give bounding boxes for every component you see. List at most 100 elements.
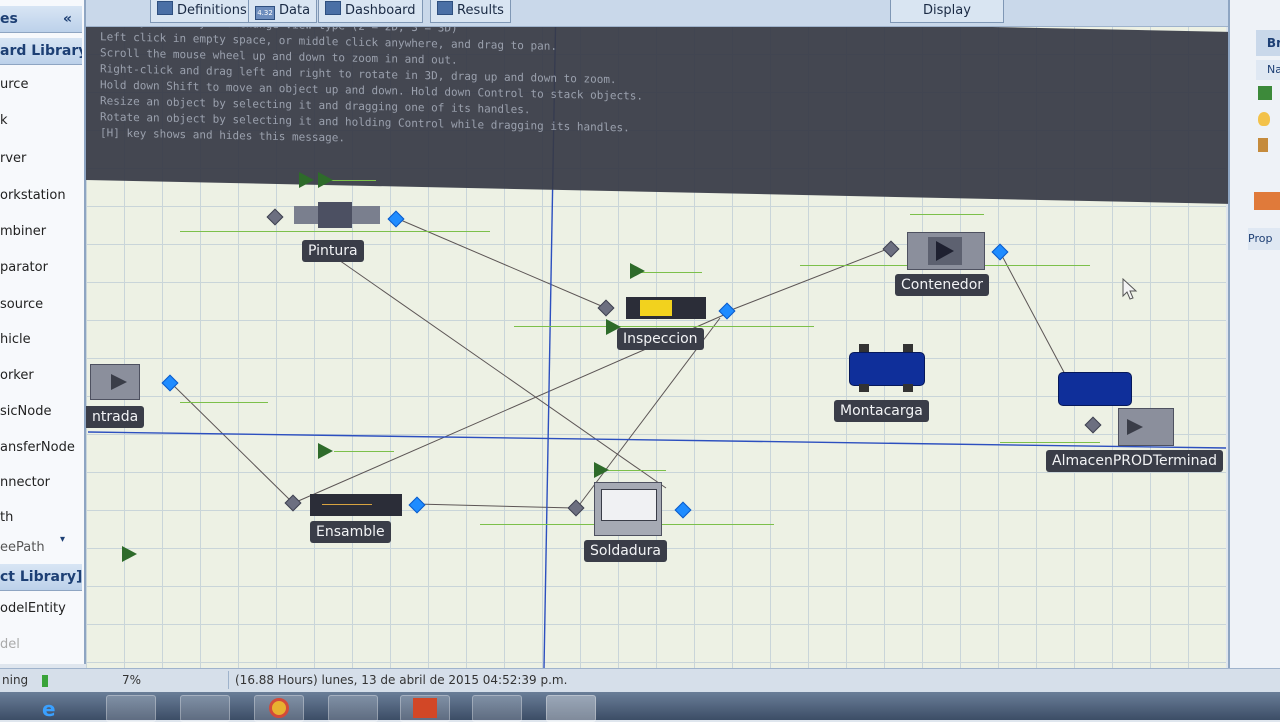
library-item[interactable]: th	[0, 510, 14, 525]
inspeccion-server[interactable]	[626, 297, 706, 319]
green-square-icon[interactable]	[1258, 86, 1272, 100]
media-player-icon[interactable]	[180, 695, 230, 722]
app-icon[interactable]	[472, 695, 522, 722]
project-library-item[interactable]: del	[0, 637, 20, 652]
axis-line-horizontal	[87, 431, 1227, 449]
contenedor-server[interactable]	[907, 232, 985, 270]
connector-inspeccion-contenedor	[725, 247, 891, 313]
processing-indicator	[322, 504, 372, 505]
library-item[interactable]: orkstation	[0, 188, 66, 203]
library-item[interactable]: rver	[0, 151, 27, 166]
progress-text: 7%	[122, 673, 142, 687]
connector-pintura-soldadura	[335, 257, 667, 489]
run-state: ning	[2, 673, 29, 687]
library-item[interactable]: source	[0, 297, 44, 312]
library-item[interactable]: k	[0, 113, 8, 128]
folder-icon	[601, 489, 657, 521]
ie-icon[interactable]: e	[42, 697, 56, 721]
chrome-icon[interactable]	[254, 695, 304, 722]
tab-label: Definitions	[177, 3, 247, 18]
library-panel: es « ard Library urce k rver orkstation …	[0, 0, 86, 664]
soldadura-server[interactable]	[594, 482, 662, 536]
queue-line	[608, 470, 666, 471]
vehicle-body	[1058, 372, 1132, 406]
tab-label: Results	[457, 3, 504, 18]
tab-definitions[interactable]: Definitions	[150, 0, 254, 23]
library-item[interactable]: orker	[0, 368, 34, 383]
app-icon[interactable]	[328, 695, 378, 722]
tab-dashboard[interactable]: Dashboard	[318, 0, 423, 23]
connector-ensamble-soldadura	[415, 503, 575, 509]
properties-tab[interactable]: Prop	[1248, 228, 1280, 250]
queue-line	[320, 180, 376, 181]
library-item[interactable]: hicle	[0, 332, 31, 347]
tab-label: Data	[279, 3, 311, 18]
scroll-down-icon[interactable]: ▾	[60, 534, 66, 545]
name-field-label: Na	[1256, 60, 1280, 80]
montacarga-vehicle[interactable]	[849, 344, 925, 392]
connector-contenedor-almacen	[999, 251, 1067, 377]
right-panel: Br Na Prop	[1228, 0, 1280, 668]
entity-flag-icon	[299, 172, 314, 188]
collapse-icon[interactable]: «	[62, 11, 72, 27]
status-bar: ning 7% (16.88 Hours) lunes, 13 de abril…	[0, 668, 1280, 693]
label-pintura[interactable]: Pintura	[302, 240, 364, 262]
library-item[interactable]: sicNode	[0, 404, 52, 419]
label-montacarga[interactable]: Montacarga	[834, 400, 929, 422]
sink-arrow-icon	[1127, 419, 1143, 435]
progress-bar	[42, 675, 48, 687]
entity-flag-icon	[318, 443, 333, 459]
panel-tab-header[interactable]: es «	[0, 6, 82, 33]
explorer-icon[interactable]	[106, 695, 156, 722]
label-ensamble[interactable]: Ensamble	[310, 521, 391, 543]
label-inspeccion[interactable]: Inspeccion	[617, 328, 704, 350]
library-item[interactable]: ansferNode	[0, 440, 75, 455]
tab-display[interactable]: Display	[890, 0, 1004, 23]
sim-time: (16.88 Hours) lunes, 13 de abril de 2015…	[228, 671, 567, 689]
source-arrow-icon	[111, 374, 127, 390]
almacen-sink[interactable]	[1118, 408, 1174, 446]
label-contenedor[interactable]: Contenedor	[895, 274, 990, 296]
pintura-server[interactable]	[294, 202, 380, 228]
queue-line	[514, 326, 814, 327]
connector-entrada-ensamble	[169, 381, 293, 503]
powerpoint-icon[interactable]	[400, 695, 450, 722]
help-line: [H] key shows and hides this message.	[100, 126, 346, 145]
ensamble-server[interactable]	[310, 494, 402, 516]
entrada-source[interactable]	[90, 364, 140, 400]
orange-swatch-icon[interactable]	[1254, 192, 1280, 210]
queue-line	[180, 402, 268, 403]
simio-icon[interactable]	[546, 695, 596, 722]
project-library-header[interactable]: ct Library]	[0, 564, 82, 591]
vehicle-body	[849, 352, 925, 386]
library-item[interactable]: mbiner	[0, 224, 47, 239]
project-library-item[interactable]: odelEntity	[0, 601, 66, 616]
label-entrada[interactable]: ntrada	[86, 406, 145, 428]
queue-line	[334, 451, 394, 452]
queue-line	[180, 231, 490, 232]
library-item[interactable]: urce	[0, 77, 29, 92]
panel-tab-label: es	[0, 11, 18, 27]
label-almacen[interactable]: AlmacenPRODTerminad	[1046, 450, 1223, 472]
mouse-cursor-icon	[1122, 278, 1138, 300]
standard-library-header[interactable]: ard Library	[0, 38, 82, 65]
library-item[interactable]: eePath	[0, 541, 45, 555]
vehicle-wheels	[851, 344, 921, 392]
queue-line	[1000, 442, 1100, 443]
tab-results[interactable]: Results	[430, 0, 511, 23]
entity-flag-icon	[594, 462, 609, 478]
connector-pintura-inspeccion	[395, 217, 607, 309]
almacen-vehicle[interactable]	[1058, 364, 1132, 412]
browse-tab[interactable]: Br	[1256, 30, 1280, 56]
label-soldadura[interactable]: Soldadura	[584, 540, 667, 562]
pin-icon[interactable]	[1258, 138, 1268, 152]
entity-flag-icon	[318, 172, 333, 188]
library-item[interactable]: parator	[0, 260, 48, 275]
lightbulb-icon[interactable]	[1258, 112, 1270, 126]
results-icon	[437, 1, 453, 15]
library-item[interactable]: nnector	[0, 475, 51, 490]
queue-line	[640, 272, 702, 273]
tab-label: Dashboard	[345, 3, 416, 18]
